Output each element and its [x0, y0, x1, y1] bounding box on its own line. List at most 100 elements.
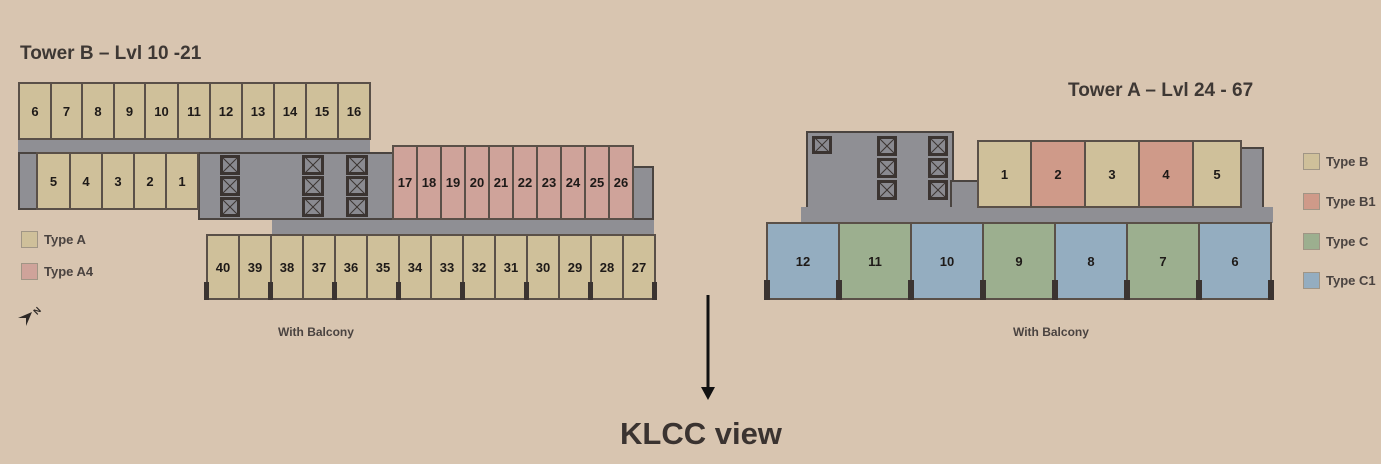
pillar	[204, 282, 209, 300]
unit-17[interactable]: 17	[392, 145, 418, 220]
legend-type-b1: Type B1	[1303, 193, 1376, 210]
lift-icon	[928, 180, 948, 200]
pillar	[332, 282, 337, 300]
unit-27[interactable]: 27	[622, 234, 656, 300]
unit-33[interactable]: 33	[430, 234, 464, 300]
tower-b-corridor-upper	[18, 140, 370, 154]
swatch-type-c	[1303, 233, 1320, 250]
swatch-type-a4	[21, 263, 38, 280]
tower-b-stair-left	[18, 152, 38, 210]
unit-a-1[interactable]: 1	[977, 140, 1032, 208]
swatch-type-b	[1303, 153, 1320, 170]
unit-36[interactable]: 36	[334, 234, 368, 300]
unit-9[interactable]: 9	[113, 82, 146, 140]
lift-icon	[302, 197, 324, 217]
tower-a-corridor	[801, 207, 1273, 223]
unit-25[interactable]: 25	[584, 145, 610, 220]
unit-a-2[interactable]: 2	[1030, 140, 1086, 208]
unit-a-11[interactable]: 11	[838, 222, 912, 300]
tower-b-caption: With Balcony	[278, 325, 354, 339]
unit-a-9[interactable]: 9	[982, 222, 1056, 300]
pillar	[396, 282, 401, 300]
unit-a-5[interactable]: 5	[1192, 140, 1242, 208]
pillar	[524, 282, 529, 300]
lift-icon	[346, 197, 368, 217]
lift-icon	[346, 176, 368, 196]
unit-7[interactable]: 7	[50, 82, 83, 140]
pillar	[588, 282, 593, 300]
unit-40[interactable]: 40	[206, 234, 240, 300]
unit-35[interactable]: 35	[366, 234, 400, 300]
tower-a-caption: With Balcony	[1013, 325, 1089, 339]
down-arrow-icon	[701, 295, 715, 401]
unit-28[interactable]: 28	[590, 234, 624, 300]
unit-20[interactable]: 20	[464, 145, 490, 220]
unit-38[interactable]: 38	[270, 234, 304, 300]
north-arrow-icon: N	[16, 304, 46, 330]
lift-icon	[928, 136, 948, 156]
lift-icon	[877, 136, 897, 156]
svg-text:N: N	[31, 305, 43, 317]
unit-22[interactable]: 22	[512, 145, 538, 220]
lift-icon	[220, 155, 240, 175]
unit-29[interactable]: 29	[558, 234, 592, 300]
unit-16[interactable]: 16	[337, 82, 371, 140]
unit-a-10[interactable]: 10	[910, 222, 984, 300]
unit-10[interactable]: 10	[144, 82, 179, 140]
pillar	[836, 280, 842, 300]
lift-icon	[928, 158, 948, 178]
unit-a-4[interactable]: 4	[1138, 140, 1194, 208]
unit-34[interactable]: 34	[398, 234, 432, 300]
pillar	[908, 280, 914, 300]
unit-1[interactable]: 1	[165, 152, 199, 210]
unit-2[interactable]: 2	[133, 152, 167, 210]
unit-26[interactable]: 26	[608, 145, 634, 220]
pillar	[980, 280, 986, 300]
pillar	[268, 282, 273, 300]
lift-icon	[302, 176, 324, 196]
legend-type-a4: Type A4	[21, 263, 93, 280]
klcc-view-label: KLCC view	[620, 416, 782, 451]
unit-3[interactable]: 3	[101, 152, 135, 210]
unit-37[interactable]: 37	[302, 234, 336, 300]
lift-icon	[877, 180, 897, 200]
pillar	[764, 280, 770, 300]
legend-type-b: Type B	[1303, 153, 1368, 170]
pillar	[1196, 280, 1202, 300]
swatch-type-b1	[1303, 193, 1320, 210]
unit-31[interactable]: 31	[494, 234, 528, 300]
pillar	[1052, 280, 1058, 300]
lift-icon	[220, 197, 240, 217]
unit-a-8[interactable]: 8	[1054, 222, 1128, 300]
unit-a-3[interactable]: 3	[1084, 140, 1140, 208]
unit-23[interactable]: 23	[536, 145, 562, 220]
tower-b-title: Tower B – Lvl 10 -21	[20, 43, 202, 64]
lift-icon	[812, 136, 832, 154]
legend-type-c: Type C	[1303, 233, 1368, 250]
tower-a-stair-right	[1240, 147, 1264, 209]
unit-30[interactable]: 30	[526, 234, 560, 300]
unit-14[interactable]: 14	[273, 82, 307, 140]
unit-24[interactable]: 24	[560, 145, 586, 220]
unit-32[interactable]: 32	[462, 234, 496, 300]
lift-icon	[877, 158, 897, 178]
unit-5[interactable]: 5	[36, 152, 71, 210]
pillar	[652, 282, 657, 300]
unit-19[interactable]: 19	[440, 145, 466, 220]
unit-a-12[interactable]: 12	[766, 222, 840, 300]
unit-6[interactable]: 6	[18, 82, 52, 140]
unit-a-6[interactable]: 6	[1198, 222, 1272, 300]
unit-18[interactable]: 18	[416, 145, 442, 220]
unit-a-7[interactable]: 7	[1126, 222, 1200, 300]
unit-11[interactable]: 11	[177, 82, 211, 140]
unit-8[interactable]: 8	[81, 82, 115, 140]
unit-4[interactable]: 4	[69, 152, 103, 210]
lift-icon	[302, 155, 324, 175]
unit-39[interactable]: 39	[238, 234, 272, 300]
unit-13[interactable]: 13	[241, 82, 275, 140]
unit-15[interactable]: 15	[305, 82, 339, 140]
legend-type-c1: Type C1	[1303, 272, 1376, 289]
unit-12[interactable]: 12	[209, 82, 243, 140]
unit-21[interactable]: 21	[488, 145, 514, 220]
pillar	[1268, 280, 1274, 300]
